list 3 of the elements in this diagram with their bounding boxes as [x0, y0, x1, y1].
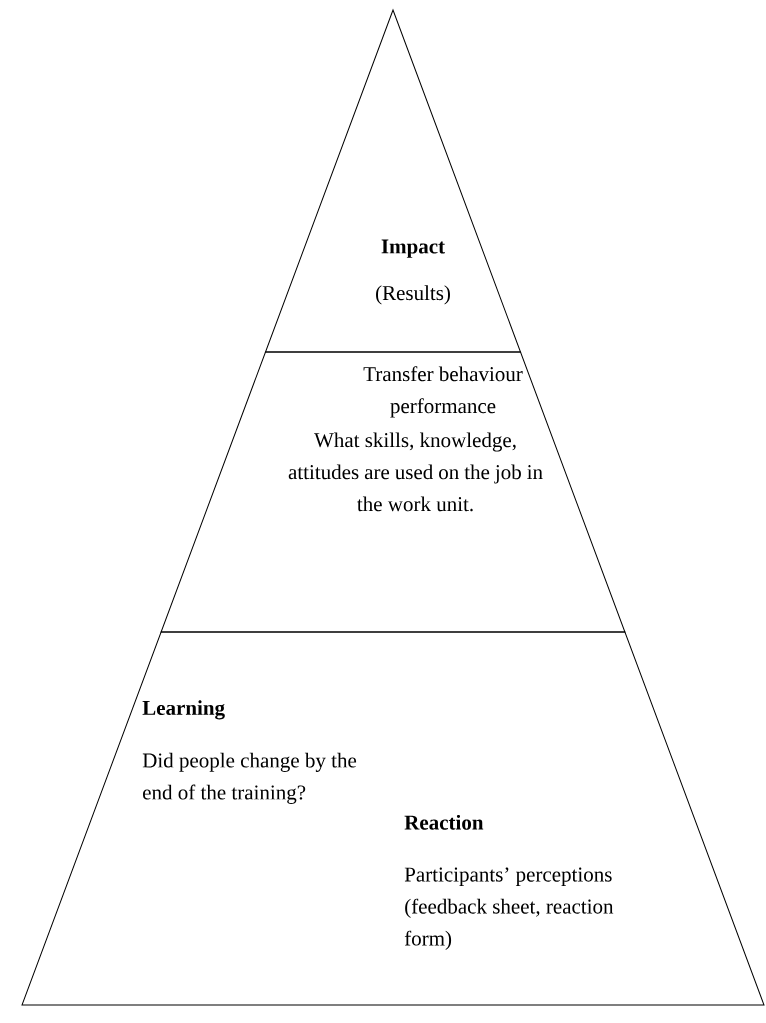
pyramid-level: Impact (Results) — [265, 9, 521, 353]
pyramid-level: Transfer behaviour performance What skills, knowledge, attitudes are used on the job in the work unit. — [160, 351, 626, 633]
pyramid-level: Learning Did people change by the end of the training? Reaction Participants’ perceptions (feedback sheet, reaction form) — [21, 631, 765, 1006]
